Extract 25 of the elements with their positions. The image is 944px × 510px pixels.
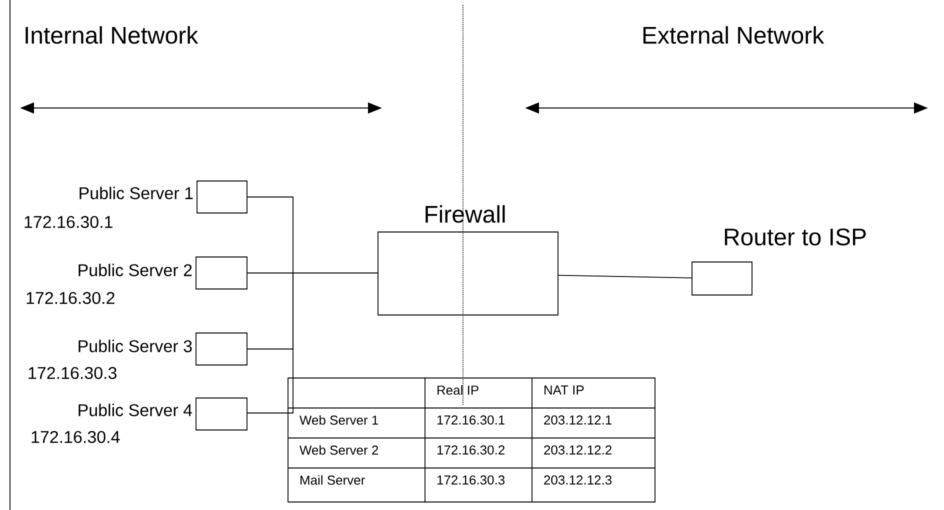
table-cell-text: Mail Server (300, 475, 365, 485)
node-label: Router to ISP (724, 228, 866, 246)
table-cell-text: Web Server 1 (300, 415, 378, 425)
table-cell-text: 203.12.12.2 (544, 445, 612, 455)
table-cell-text: NAT IP (544, 386, 584, 394)
table-cell-text: 172.16.30.1 (437, 415, 504, 425)
ip-address: 172.16.30.4 (32, 430, 120, 444)
table-cell-text: 172.16.30.2 (437, 445, 504, 455)
table-cell-text: 172.16.30.3 (437, 475, 505, 485)
connector-line (247, 272, 378, 414)
server-name: Public Server 4 (78, 404, 192, 416)
connector-line (558, 274, 692, 278)
table-cell-text: Web Server 2 (300, 445, 378, 455)
table-cell-text: 203.12.12.3 (544, 475, 612, 485)
server-name: Public Server 3 (78, 340, 192, 352)
network-heading: External Network (643, 26, 824, 44)
table-cell-text: Real IP (438, 385, 478, 395)
node-label: Firewall (426, 205, 505, 223)
server-name: Public Server 1 (80, 186, 193, 200)
server-name: Public Server 2 (78, 264, 192, 276)
ip-address: 172.16.30.2 (26, 292, 114, 304)
ip-address: 172.16.30.1 (24, 216, 112, 228)
ip-address: 172.16.30.3 (28, 366, 116, 380)
network-heading: Internal Network (26, 26, 198, 44)
table-cell-text: 203.12.12.1 (544, 415, 612, 425)
